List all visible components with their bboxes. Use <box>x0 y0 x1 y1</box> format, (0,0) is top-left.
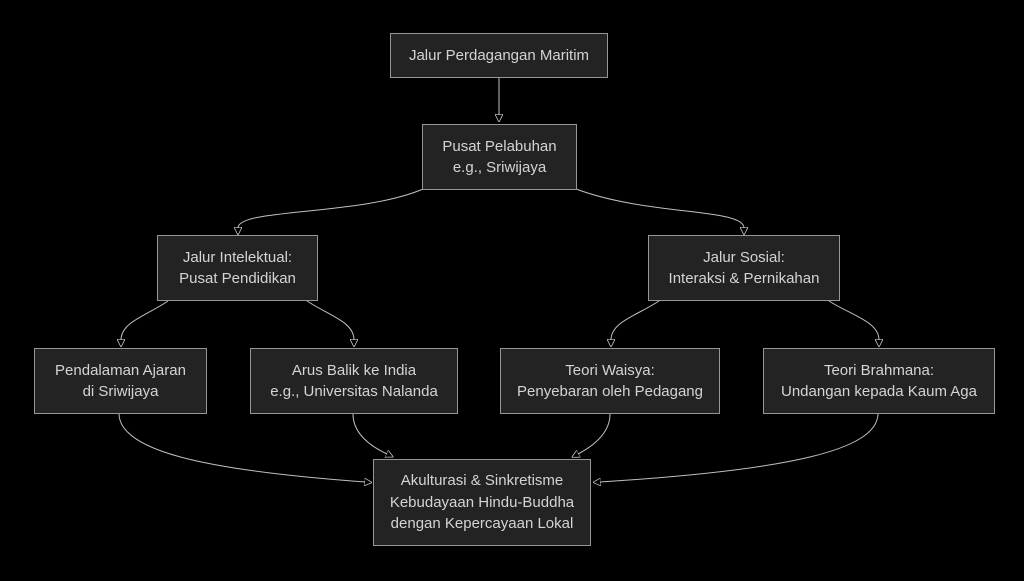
node-label-line: Jalur Sosial: <box>703 248 785 266</box>
node-jalur-sosial: Jalur Sosial: Interaksi & Pernikahan <box>648 235 840 301</box>
node-label-line: Pendalaman Ajaran <box>55 361 186 379</box>
node-akulturasi-sinkretisme: Akulturasi & Sinkretisme Kebudayaan Hind… <box>373 459 591 546</box>
node-label-line: Teori Waisya: <box>565 361 655 379</box>
edge-pelabuhan-to-sosial <box>575 188 744 228</box>
edge-waisya-to-akulturasi <box>578 413 611 454</box>
edge-pendalaman-to-akulturasi <box>118 413 365 482</box>
node-label-line: dengan Kepercayaan Lokal <box>390 515 574 533</box>
node-teori-brahmana: Teori Brahmana: Undangan kepada Kaum Aga <box>763 348 995 414</box>
node-label-line: Jalur Intelektual: <box>182 248 293 266</box>
node-arus-balik-ke-india: Arus Balik ke India e.g., Universitas Na… <box>250 348 458 414</box>
node-label-line: Teori Brahmana: <box>823 361 935 379</box>
node-label-line: Interaksi & Pernikahan <box>668 270 820 287</box>
edge-pelabuhan-to-intelektual <box>238 188 424 228</box>
node-label-line: di Sriwijaya <box>82 383 159 400</box>
edge-arus-balik-to-akulturasi <box>352 413 387 454</box>
node-label-line: e.g., Sriwijaya <box>452 159 547 176</box>
edge-sosial-to-waisya <box>611 300 660 340</box>
node-jalur-perdagangan-maritim: Jalur Perdagangan Maritim <box>390 33 608 78</box>
node-label-line: Undangan kepada Kaum Aga <box>781 383 977 400</box>
node-label-line: Jalur Perdagangan Maritim <box>408 46 590 64</box>
edge-intelektual-to-pendalaman <box>121 300 169 340</box>
node-label-line: Pusat Pelabuhan <box>442 137 557 155</box>
node-label-line: Arus Balik ke India <box>291 361 417 379</box>
node-label-line: Penyebaran oleh Pedagang <box>517 383 703 400</box>
node-label-line: Kebudayaan Hindu-Buddha <box>389 493 575 511</box>
edge-sosial-to-brahmana <box>828 300 879 340</box>
node-jalur-intelektual: Jalur Intelektual: Pusat Pendidikan <box>157 235 318 301</box>
node-label-line: e.g., Universitas Nalanda <box>270 383 438 400</box>
node-label-line: Akulturasi & Sinkretisme <box>400 472 564 490</box>
edge-brahmana-to-akulturasi <box>600 413 879 482</box>
node-pendalaman-ajaran: Pendalaman Ajaran di Sriwijaya <box>34 348 207 414</box>
edge-intelektual-to-arus-balik <box>306 300 354 340</box>
node-pusat-pelabuhan: Pusat Pelabuhan e.g., Sriwijaya <box>422 124 577 190</box>
node-label-line: Pusat Pendidikan <box>179 270 296 287</box>
node-teori-waisya: Teori Waisya: Penyebaran oleh Pedagang <box>500 348 720 414</box>
